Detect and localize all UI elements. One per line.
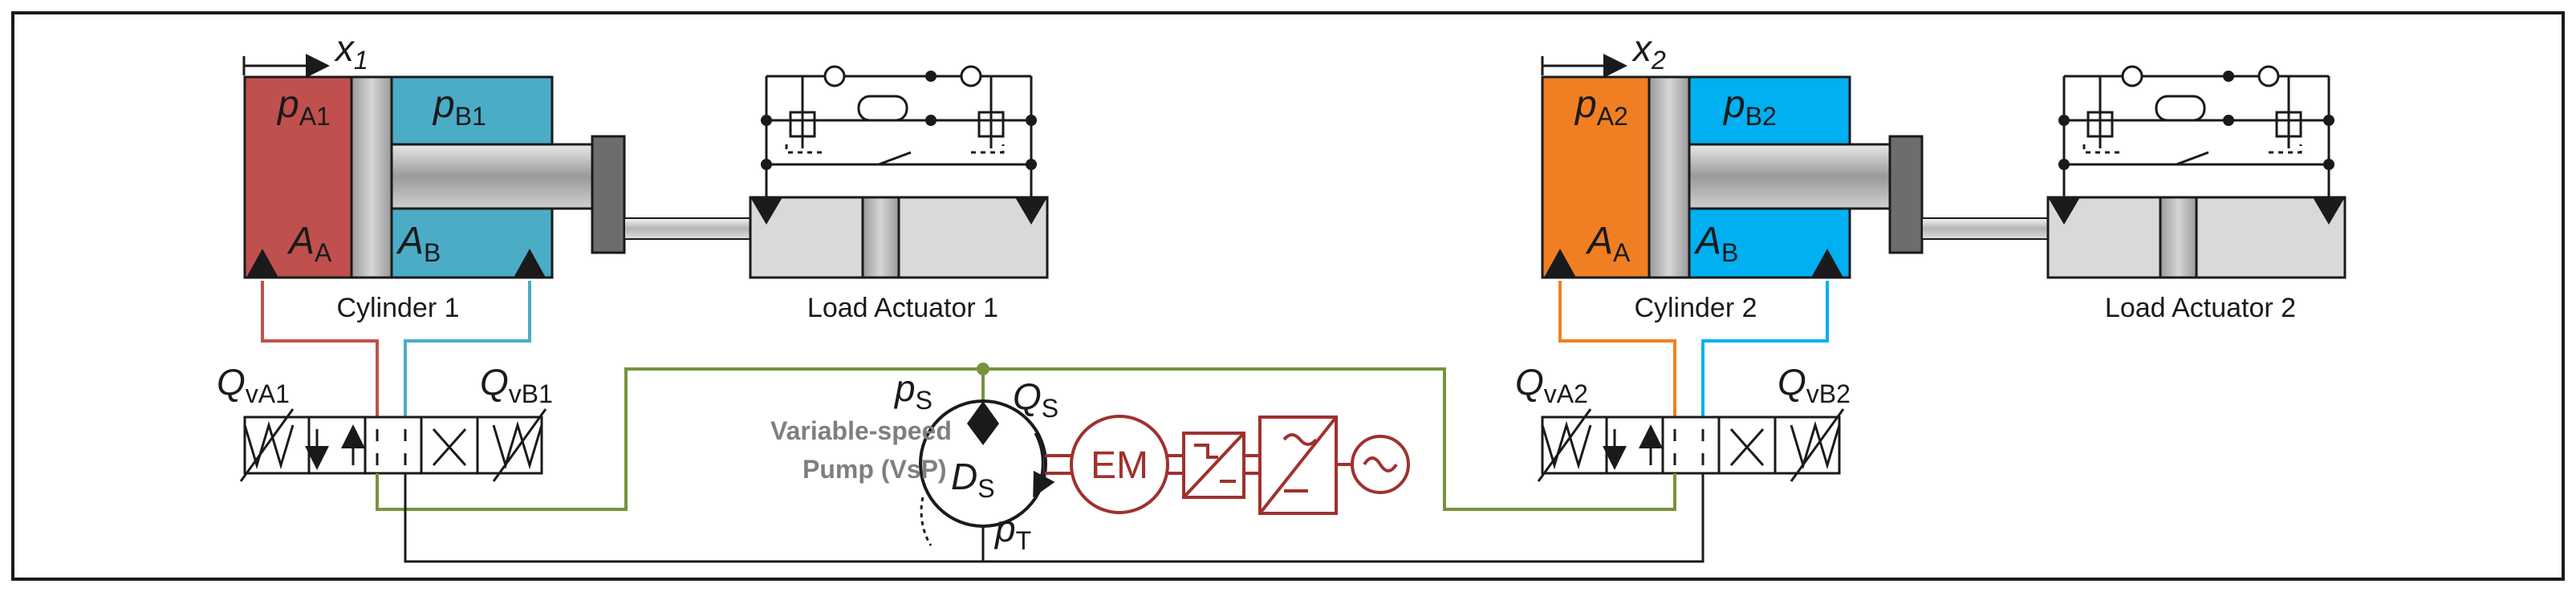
directional-valve-2 bbox=[1537, 408, 1845, 482]
port-b-1 bbox=[514, 249, 546, 278]
pressure-a-label-2: p bbox=[1574, 83, 1597, 126]
chamber-a-2 bbox=[1541, 75, 1651, 279]
svg-text:QvB2: QvB2 bbox=[1778, 361, 1851, 408]
svg-text:pA1: pA1 bbox=[276, 83, 331, 131]
svg-text:pT: pT bbox=[993, 508, 1031, 555]
svg-text:QS: QS bbox=[1013, 375, 1058, 423]
position-sub-1: 1 bbox=[354, 46, 368, 75]
svg-text:pA2: pA2 bbox=[1574, 83, 1628, 131]
supply-line bbox=[376, 367, 1676, 511]
position-label-1: x bbox=[334, 27, 356, 69]
flow-a-label-2: Q bbox=[1515, 361, 1544, 403]
rod-2 bbox=[1688, 143, 1891, 210]
supply-pressure-label: p bbox=[893, 367, 916, 409]
load-name-1: Load Actuator 1 bbox=[807, 293, 998, 323]
flow-a-label-1: Q bbox=[217, 361, 246, 403]
svg-text:QvB1: QvB1 bbox=[480, 361, 553, 408]
hose-b-1 bbox=[404, 281, 531, 417]
hose-a-1 bbox=[261, 281, 379, 417]
cylinder-1: x1 pA1 pB1 AA AB Cylinder 1 bbox=[242, 27, 866, 323]
piston-1 bbox=[350, 75, 393, 279]
tank-line bbox=[404, 473, 1704, 563]
motor-label: EM bbox=[1091, 444, 1148, 487]
pressure-b-label-2: p bbox=[1722, 83, 1745, 126]
hose-a-2 bbox=[1558, 281, 1676, 417]
svg-text:pS: pS bbox=[893, 367, 932, 415]
area-b-label-2: A bbox=[1693, 220, 1721, 262]
svg-text:AA: AA bbox=[286, 220, 332, 267]
chamber-a-1 bbox=[243, 75, 353, 279]
rod-end-1 bbox=[591, 135, 626, 254]
port-b-2 bbox=[1811, 249, 1843, 278]
svg-text:AB: AB bbox=[1693, 220, 1738, 267]
hose-b-2 bbox=[1701, 281, 1829, 417]
port-a-2 bbox=[1544, 249, 1576, 278]
svg-text:AB: AB bbox=[396, 220, 441, 267]
directional-valve-1 bbox=[239, 408, 547, 482]
svg-text:DS: DS bbox=[951, 456, 995, 503]
tank-pressure-label: p bbox=[993, 508, 1016, 549]
svg-text:pB2: pB2 bbox=[1722, 83, 1777, 131]
displacement-label: D bbox=[951, 456, 977, 497]
load-name-2: Load Actuator 2 bbox=[2105, 293, 2296, 323]
variable-speed-pump: DS bbox=[919, 399, 1055, 546]
svg-text:AA: AA bbox=[1585, 220, 1631, 267]
pump-title-line1: Variable-speed bbox=[770, 416, 952, 445]
area-a-label-1: A bbox=[286, 220, 315, 262]
cylinder-2: x2 pA2 pB2 AA AB Cylinder 2 bbox=[1541, 27, 2164, 323]
svg-text:x1: x1 bbox=[334, 27, 368, 75]
load-actuator-2: Load Actuator 2 bbox=[2046, 65, 2346, 323]
flow-b-label-1: Q bbox=[480, 361, 509, 403]
frame bbox=[11, 11, 2565, 581]
pressure-b-label-1: p bbox=[432, 83, 455, 126]
drive-train bbox=[1045, 415, 1410, 515]
svg-text:QvA2: QvA2 bbox=[1515, 361, 1588, 408]
rod-1 bbox=[390, 143, 594, 210]
pump-title-line2: Pump (VsP) bbox=[802, 455, 947, 484]
rod-end-2 bbox=[1888, 135, 1924, 254]
piston-2 bbox=[1648, 75, 1691, 279]
cylinder-name-1: Cylinder 1 bbox=[336, 293, 459, 323]
cylinder-name-2: Cylinder 2 bbox=[1634, 293, 1757, 323]
svg-text:pB1: pB1 bbox=[432, 83, 486, 131]
supply-flow-label: Q bbox=[1013, 375, 1042, 417]
svg-text:QvA1: QvA1 bbox=[217, 361, 290, 408]
area-a-label-2: A bbox=[1585, 220, 1613, 262]
port-a-1 bbox=[246, 249, 278, 278]
svg-text:x2: x2 bbox=[1631, 27, 1666, 75]
flow-b-label-2: Q bbox=[1778, 361, 1806, 403]
area-b-label-1: A bbox=[396, 220, 424, 262]
pressure-a-label-1: p bbox=[276, 83, 299, 126]
load-actuator-1: Load Actuator 1 bbox=[749, 65, 1049, 323]
position-label-2: x bbox=[1631, 27, 1653, 69]
